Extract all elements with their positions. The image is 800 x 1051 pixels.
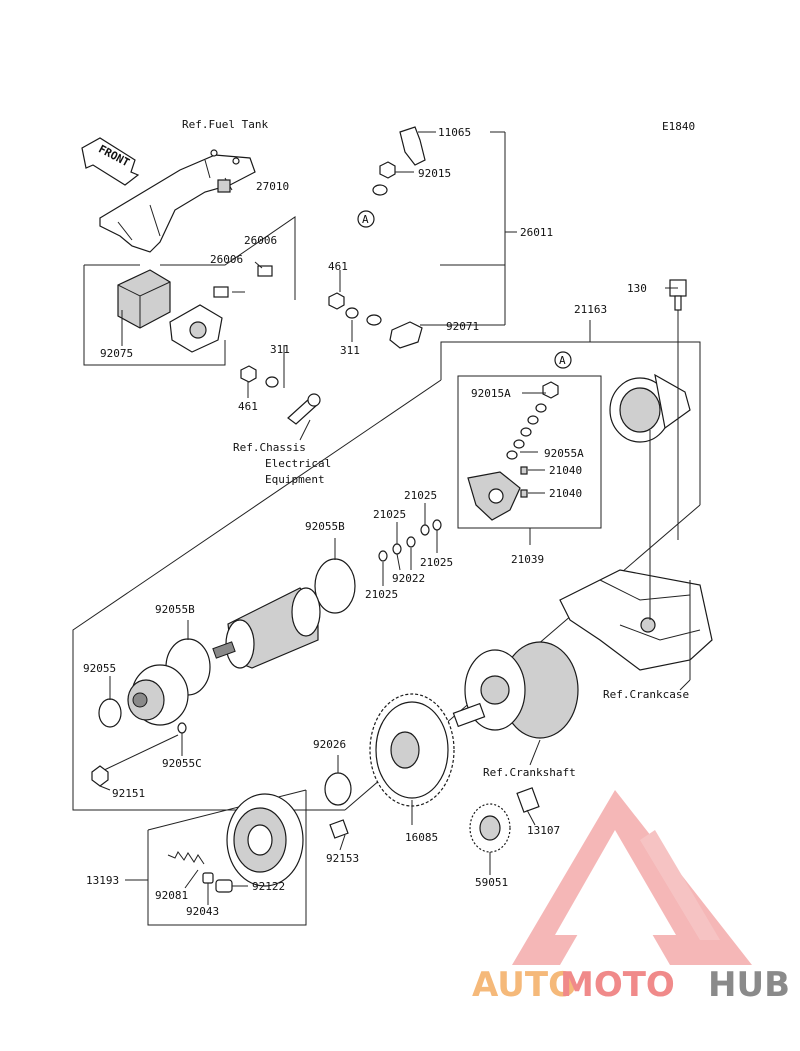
label-21039: 21039 — [511, 553, 544, 566]
label-11065: 11065 — [438, 126, 471, 139]
label-21040-a: 21040 — [549, 464, 582, 477]
end-cover-21163 — [609, 373, 691, 443]
label-26006-b: 26006 — [210, 253, 243, 266]
watermark-logo — [512, 790, 752, 965]
starter-idler-gear — [369, 693, 455, 807]
label-92081: 92081 — [155, 889, 188, 902]
label-92153: 92153 — [326, 852, 359, 865]
brush-holder-kit — [467, 381, 559, 521]
roller-92122 — [215, 879, 233, 893]
starter-gear-59051 — [469, 803, 511, 853]
label-461-b: 461 — [238, 400, 258, 413]
watermark-auto: AUTO — [472, 965, 577, 1005]
chassis-bolt — [287, 393, 321, 425]
washer-311-lower — [265, 376, 279, 388]
callout-a-lower: A — [554, 351, 572, 369]
spring-92081 — [167, 851, 205, 865]
label-130: 130 — [627, 282, 647, 295]
o-ring-92055 — [98, 698, 122, 728]
ref-chassis: Ref.Chassis — [233, 441, 306, 454]
washer-311-upper — [345, 307, 359, 319]
washer-92026 — [324, 772, 352, 806]
label-21040-b: 21040 — [549, 487, 582, 500]
watermark-hub: HUB — [708, 965, 790, 1005]
ref-fuel-tank: Ref.Fuel Tank — [182, 118, 268, 131]
label-92055: 92055 — [83, 662, 116, 675]
label-461-a: 461 — [328, 260, 348, 273]
label-92071: 92071 — [446, 320, 479, 333]
fuse-26006-a — [213, 286, 229, 298]
label-311-a: 311 — [340, 344, 360, 357]
nut-461-upper — [328, 292, 345, 310]
label-92055C: 92055C — [162, 757, 202, 770]
watermark-moto: MOTO — [560, 965, 675, 1005]
label-21025-b: 21025 — [373, 508, 406, 521]
ref-chassis-electrical: Electrical — [265, 457, 331, 470]
ref-crankshaft: Ref.Crankshaft — [483, 766, 576, 779]
crankshaft — [452, 641, 579, 739]
watermark-text: AUTO MOTO HUB — [472, 965, 790, 1005]
svg-text:A: A — [559, 354, 566, 367]
label-21025-c: 21025 — [420, 556, 453, 569]
motor-front-cover — [127, 664, 189, 726]
label-92015: 92015 — [418, 167, 451, 180]
starter-motor — [212, 587, 321, 669]
label-92043: 92043 — [186, 905, 219, 918]
starter-relay — [117, 269, 171, 329]
leader-lines — [99, 131, 691, 905]
label-21163: 21163 — [574, 303, 607, 316]
label-13193: 13193 — [86, 874, 119, 887]
label-26011: 26011 — [520, 226, 553, 239]
bolt-92153 — [329, 819, 349, 839]
ref-chassis-equipment: Equipment — [265, 473, 325, 486]
label-13107: 13107 — [527, 824, 560, 837]
label-27010: 27010 — [256, 180, 289, 193]
label-92022: 92022 — [392, 572, 425, 585]
collar-13107 — [516, 787, 540, 813]
o-ring-92055B-upper — [314, 558, 356, 614]
washers-21025 — [378, 519, 442, 562]
label-92122: 92122 — [252, 880, 285, 893]
label-92055B-b: 92055B — [155, 603, 195, 616]
label-92026: 92026 — [313, 738, 346, 751]
label-311-b: 311 — [270, 343, 290, 356]
cap-92043 — [202, 872, 214, 884]
crankcase — [559, 569, 713, 671]
through-bolt-92151 — [91, 734, 179, 787]
label-21025-a: 21025 — [404, 489, 437, 502]
label-92055B-a: 92055B — [305, 520, 345, 533]
diagram-code: E1840 — [662, 120, 695, 133]
battery-cable — [366, 126, 447, 349]
label-59051: 59051 — [475, 876, 508, 889]
label-26006-a: 26006 — [244, 234, 277, 247]
bolt-130 — [669, 279, 687, 311]
fuel-tank-bracket — [99, 149, 256, 253]
callout-a-upper: A — [357, 210, 375, 228]
ref-crankcase: Ref.Crankcase — [603, 688, 689, 701]
label-92151: 92151 — [112, 787, 145, 800]
fuse-26006-b — [257, 265, 273, 277]
svg-text:A: A — [362, 213, 369, 226]
label-92055A: 92055A — [544, 447, 584, 460]
label-21025-d: 21025 — [365, 588, 398, 601]
part-labels: E1840 Ref.Fuel Tank 11065 92015 26011 27… — [83, 118, 695, 918]
front-arrow-icon: FRONT — [81, 137, 140, 186]
o-ring-92055C — [177, 722, 187, 734]
starter-clutch — [226, 793, 304, 887]
label-92075: 92075 — [100, 347, 133, 360]
label-92015A: 92015A — [471, 387, 511, 400]
solenoid-switch — [169, 304, 223, 353]
label-16085: 16085 — [405, 831, 438, 844]
nut-461-lower — [240, 365, 257, 383]
